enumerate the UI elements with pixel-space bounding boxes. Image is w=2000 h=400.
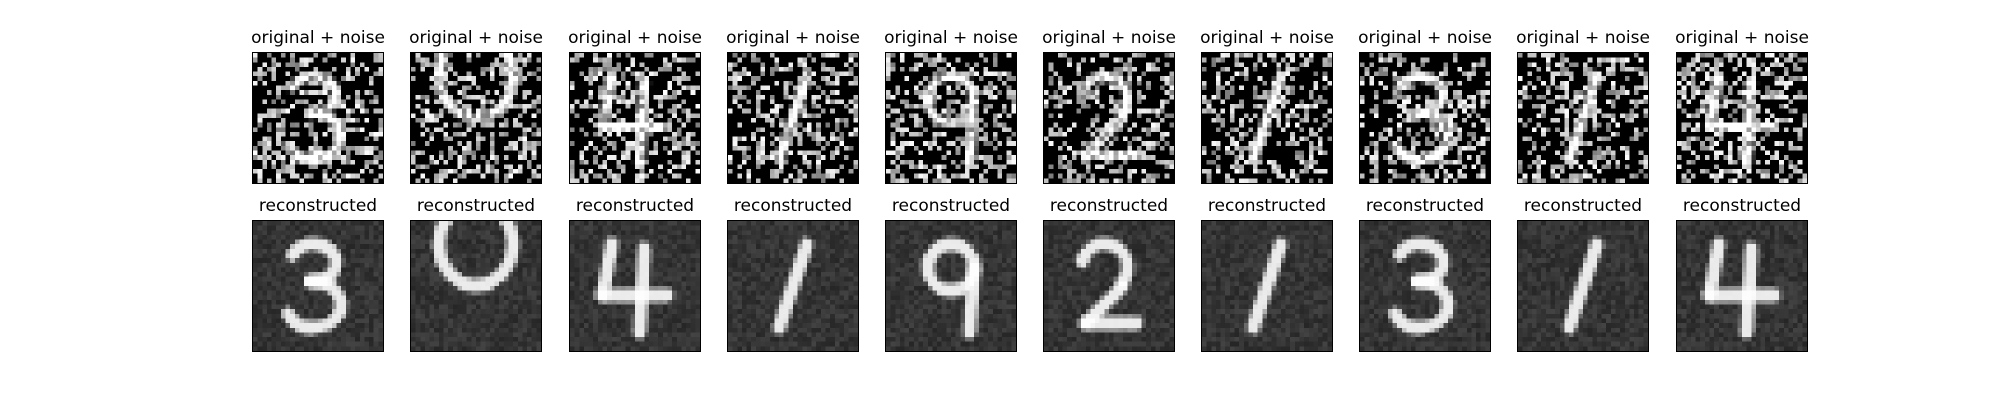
- noisy-image-panel: [727, 52, 859, 184]
- reconstructed-image-panel: [252, 220, 384, 352]
- digit-image: [1044, 221, 1174, 351]
- noisy-image-panel: [1676, 52, 1808, 184]
- digit-image: [411, 221, 541, 351]
- reconstructed-title: reconstructed: [1049, 196, 1169, 216]
- reconstructed-title: reconstructed: [258, 196, 378, 216]
- noisy-image-panel: [410, 52, 542, 184]
- noisy-image-panel: [885, 52, 1017, 184]
- reconstructed-image-panel: [1676, 220, 1808, 352]
- reconstructed-title: reconstructed: [1207, 196, 1327, 216]
- digit-image: [253, 221, 383, 351]
- reconstructed-image-panel: [1043, 220, 1175, 352]
- reconstructed-title: reconstructed: [575, 196, 695, 216]
- reconstructed-image-panel: [569, 220, 701, 352]
- reconstructed-image-panel: [727, 220, 859, 352]
- digit-image: [411, 53, 541, 183]
- noisy-title: original + noise: [1675, 28, 1809, 48]
- noisy-title: original + noise: [1042, 28, 1176, 48]
- digit-image: [728, 221, 858, 351]
- noisy-title: original + noise: [251, 28, 385, 48]
- noisy-title: original + noise: [884, 28, 1018, 48]
- reconstructed-title: reconstructed: [733, 196, 853, 216]
- digit-image: [1518, 221, 1648, 351]
- reconstructed-image-panel: [885, 220, 1017, 352]
- noisy-title: original + noise: [568, 28, 702, 48]
- digit-image: [886, 53, 1016, 183]
- noisy-title: original + noise: [1200, 28, 1334, 48]
- reconstructed-image-panel: [1359, 220, 1491, 352]
- reconstructed-image-panel: [410, 220, 542, 352]
- reconstructed-title: reconstructed: [1682, 196, 1802, 216]
- digit-image: [1360, 221, 1490, 351]
- noisy-image-panel: [1043, 52, 1175, 184]
- digit-image: [728, 53, 858, 183]
- noisy-title: original + noise: [1358, 28, 1492, 48]
- digit-image: [1677, 221, 1807, 351]
- noisy-image-panel: [1359, 52, 1491, 184]
- noisy-image-panel: [569, 52, 701, 184]
- reconstructed-image-panel: [1201, 220, 1333, 352]
- reconstructed-image-panel: [1517, 220, 1649, 352]
- noisy-image-panel: [252, 52, 384, 184]
- digit-image: [570, 221, 700, 351]
- noisy-image-panel: [1517, 52, 1649, 184]
- digit-image: [1360, 53, 1490, 183]
- noisy-image-panel: [1201, 52, 1333, 184]
- noisy-title: original + noise: [1516, 28, 1650, 48]
- digit-image: [253, 53, 383, 183]
- digit-image: [1202, 53, 1332, 183]
- noisy-title: original + noise: [409, 28, 543, 48]
- noisy-title: original + noise: [726, 28, 860, 48]
- digit-image: [1044, 53, 1174, 183]
- digit-image: [1677, 53, 1807, 183]
- reconstructed-title: reconstructed: [1365, 196, 1485, 216]
- digit-image: [1202, 221, 1332, 351]
- digit-image: [570, 53, 700, 183]
- reconstructed-title: reconstructed: [1523, 196, 1643, 216]
- digit-image: [1518, 53, 1648, 183]
- reconstructed-title: reconstructed: [416, 196, 536, 216]
- digit-image: [886, 221, 1016, 351]
- reconstructed-title: reconstructed: [891, 196, 1011, 216]
